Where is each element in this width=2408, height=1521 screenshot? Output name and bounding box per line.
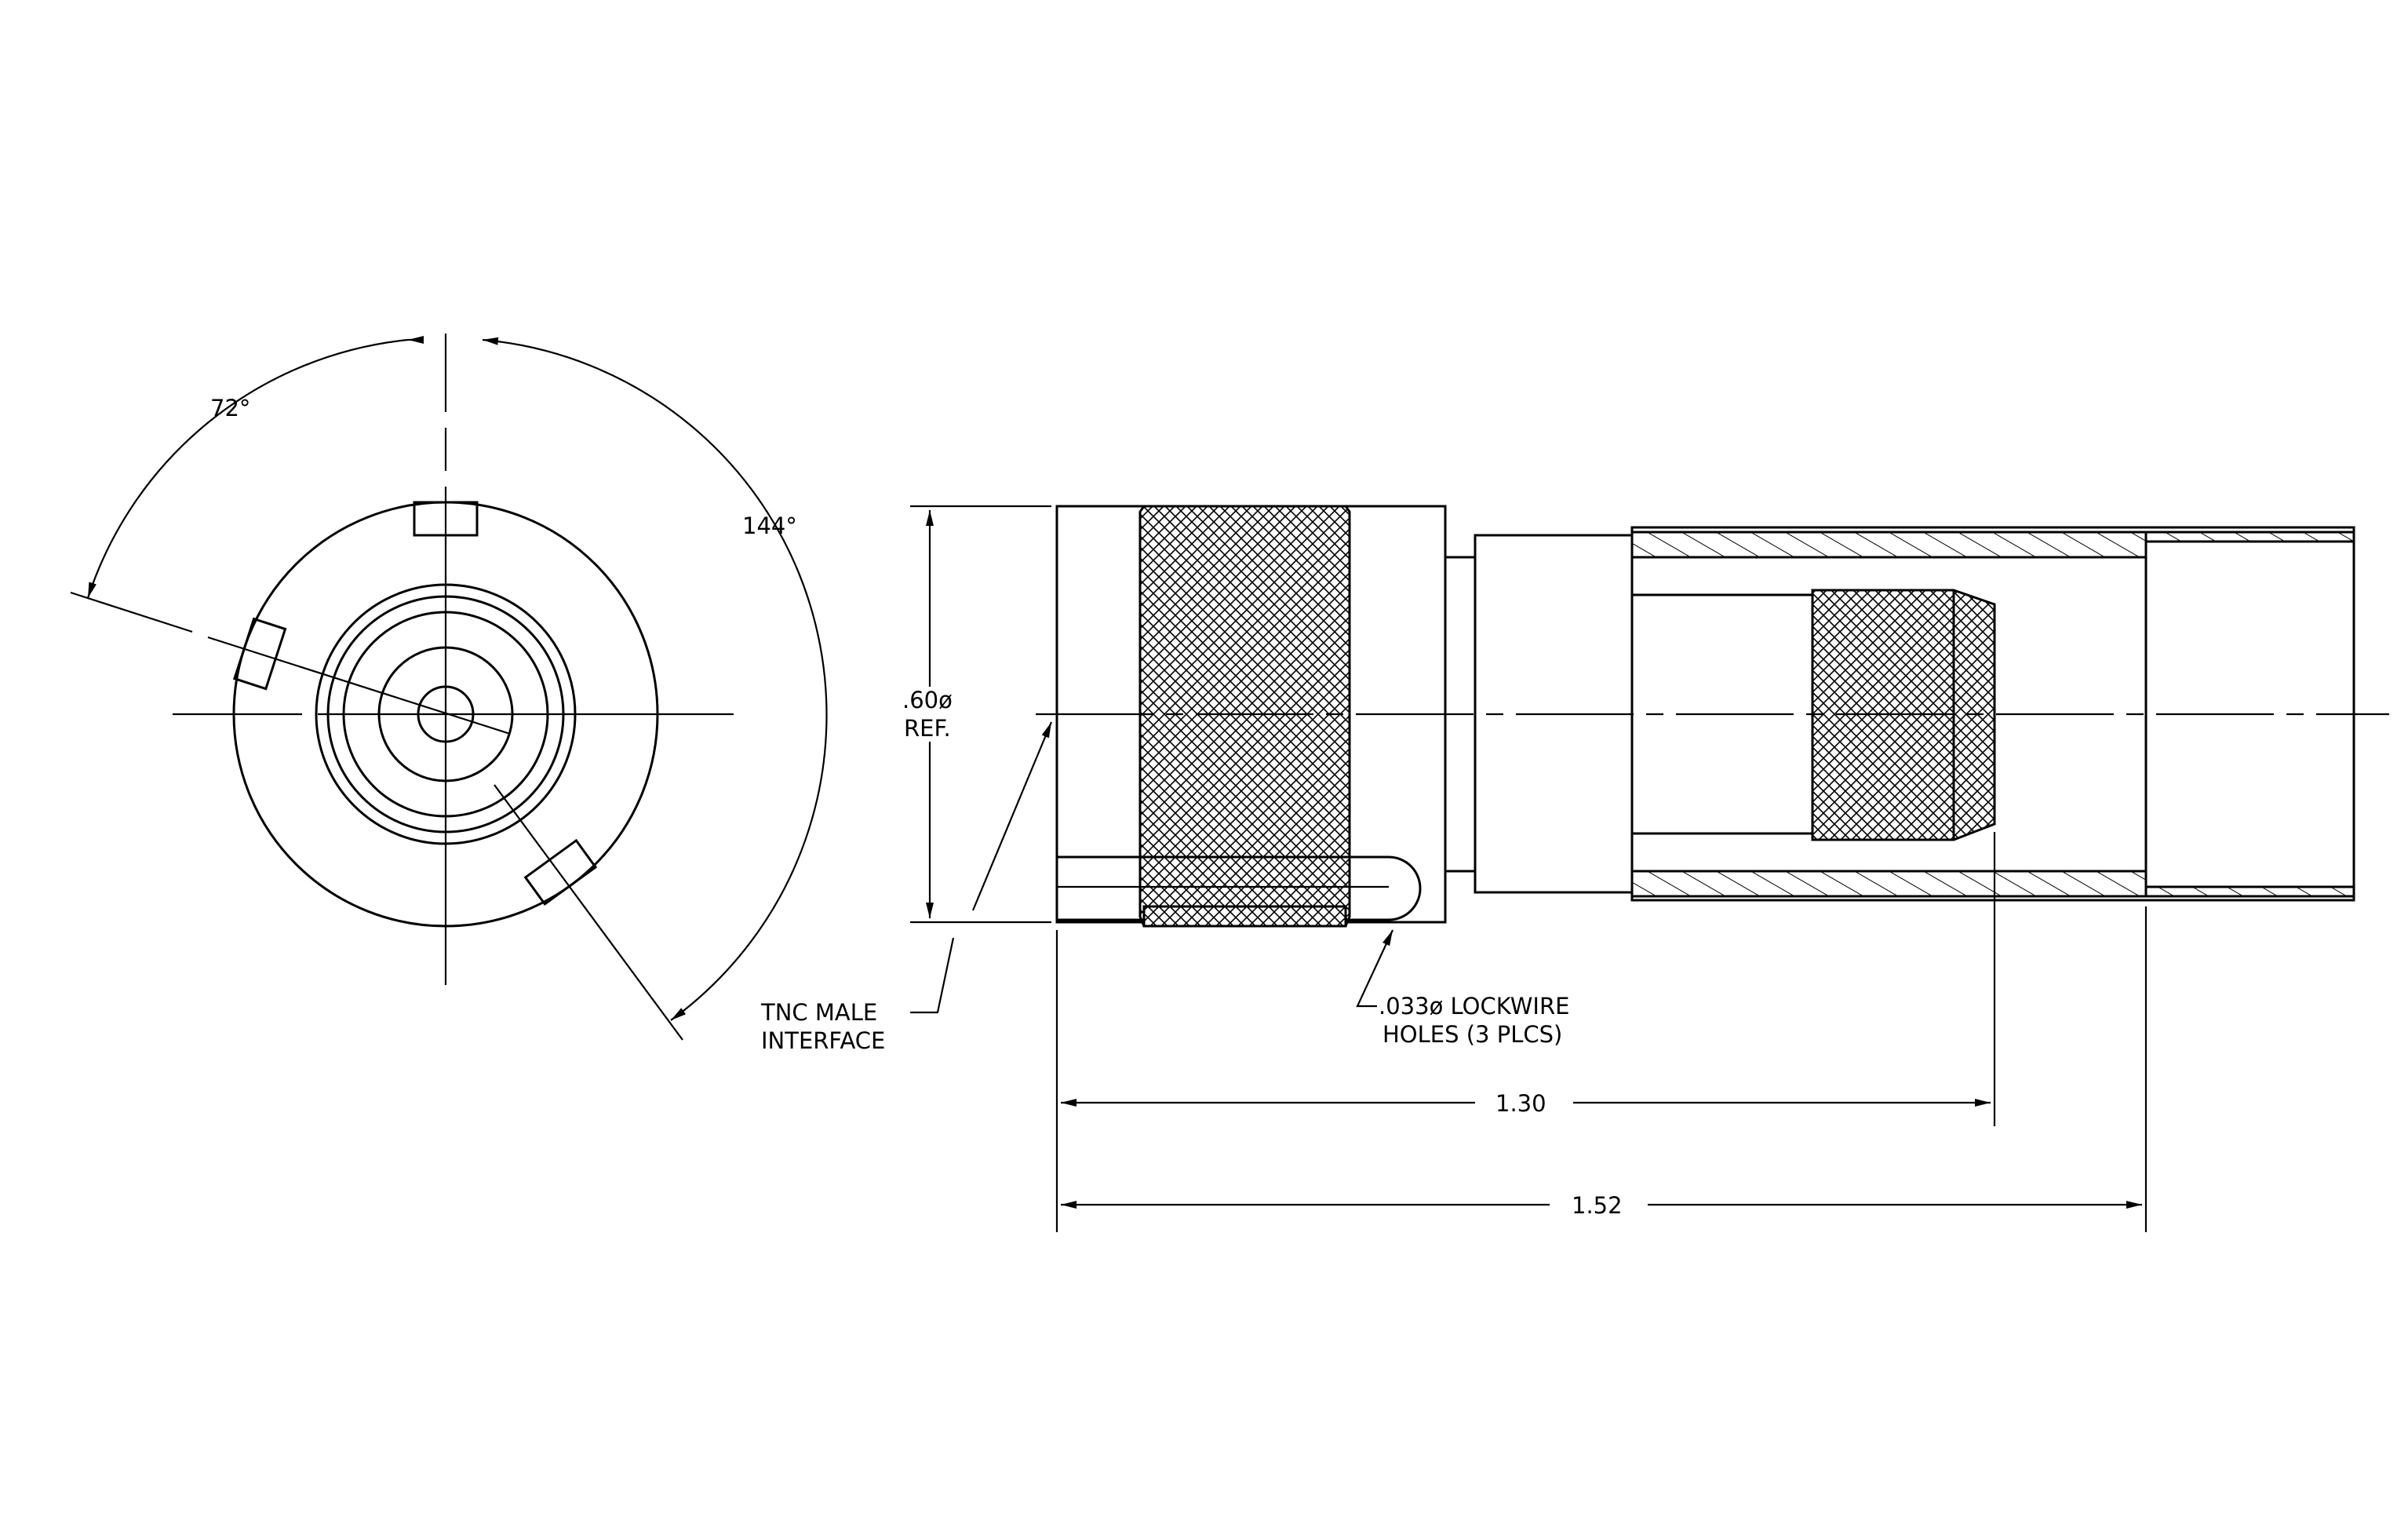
leader-tnc	[971, 721, 1053, 911]
sleeve-wall-bottom	[1630, 870, 2148, 898]
label-lockwire-1: .033ø LOCKWIRE	[1379, 993, 1569, 1019]
end-view: 72° 144°	[70, 334, 828, 1041]
bayonet-lug-top	[413, 501, 479, 537]
sleeve-wall-top-thin	[2144, 531, 2355, 543]
leader-lockwire	[1356, 929, 1393, 1008]
lockwire-pin	[1057, 855, 1422, 921]
label-72: 72°	[210, 395, 250, 421]
arc-144	[482, 337, 828, 1021]
label-152: 1.52	[1572, 1192, 1623, 1219]
sleeve-wall-bottom-thin	[2144, 885, 2355, 898]
knurl-bottom-strip	[1142, 905, 1347, 928]
coupling-nut-knurl	[1138, 505, 1351, 928]
label-144: 144°	[742, 512, 797, 539]
radial-line-72-outer	[70, 591, 193, 633]
leader-tnc-elbow	[910, 937, 955, 1014]
sleeve-wall-top	[1630, 531, 2148, 559]
center-pin-circle	[417, 685, 475, 743]
label-diameter-1: .60ø	[902, 687, 953, 713]
label-interface-1: TNC MALE	[760, 999, 877, 1026]
side-view: .60ø REF. TNC MALE INTERFACE .033ø LOCKW…	[760, 505, 2389, 1232]
label-diameter-2: REF.	[904, 715, 951, 742]
label-130: 1.30	[1495, 1090, 1546, 1117]
arc-72	[86, 338, 409, 599]
label-interface-2: INTERFACE	[761, 1027, 885, 1054]
radial-line-72	[207, 636, 511, 735]
label-lockwire-2: HOLES (3 PLCS)	[1383, 1021, 1562, 1048]
